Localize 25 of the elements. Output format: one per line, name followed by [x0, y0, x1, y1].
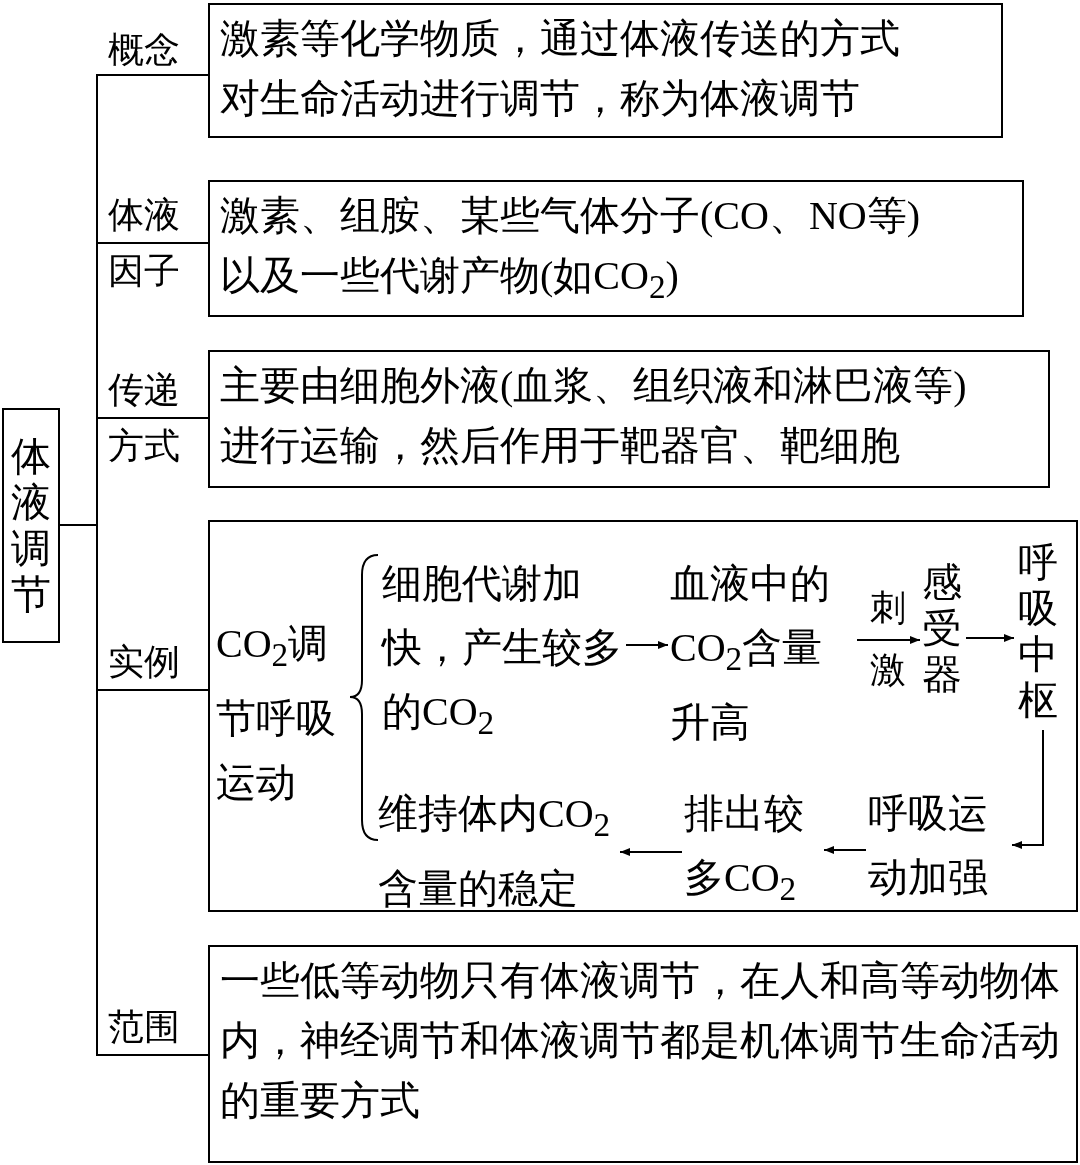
step-text: 细胞代谢加快，产生较多的CO$_{2}$: [382, 552, 626, 755]
topic-text: CO$_{2}$调节呼吸运动: [216, 612, 354, 815]
arrow: [1011, 729, 1044, 849]
edge-label: 刺激: [870, 587, 906, 692]
root-box: 体液调节: [2, 408, 60, 643]
step-text: 呼吸运动加强: [868, 782, 1010, 910]
description-text: 一些低等动物只有体液调节，在人和高等动物体内，神经调节和体液调节都是机体调节生命活动的重要方式: [220, 957, 1061, 1125]
arrow: [619, 848, 683, 856]
description-text: 激素、组胺、某些气体分子(CO、NO等)以及一些代谢产物(如CO$_{2}$): [220, 192, 921, 307]
step-text: 排出较多CO$_{2}$: [684, 782, 824, 921]
arrow: [625, 641, 669, 649]
branch-label: 体液因子: [108, 194, 181, 293]
branch-label: 范围: [108, 1006, 181, 1049]
arrow: [823, 846, 867, 854]
arrow: [965, 634, 1015, 642]
description-text: 激素等化学物质，通过体液传送的方式对生命活动进行调节，称为体液调节: [220, 15, 901, 123]
branch-label: 概念: [108, 29, 181, 72]
step-text: 血液中的CO$_{2}$含量升高: [670, 552, 856, 755]
step-text: 感受器: [922, 560, 962, 698]
step-text: 维持体内CO$_{2}$含量的稳定: [378, 782, 618, 921]
branch-label: 实例: [108, 641, 181, 684]
branch-label: 传递方式: [108, 369, 181, 468]
step-text: 呼吸中枢: [1018, 540, 1058, 724]
description-text: 主要由细胞外液(血浆、组织液和淋巴液等)进行运输，然后作用于靶器官、靶细胞: [220, 362, 968, 470]
arrow: [856, 636, 921, 644]
